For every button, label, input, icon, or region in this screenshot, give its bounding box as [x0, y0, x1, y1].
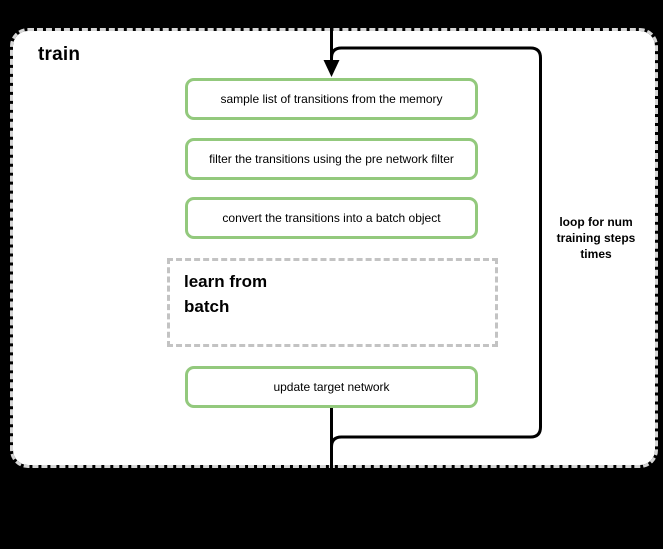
- step-convert-batch: convert the transitions into a batch obj…: [185, 197, 478, 239]
- learn-group-label-line1: learn from: [184, 272, 268, 291]
- learn-from-batch-group: learn from batch: [167, 258, 498, 347]
- loop-annotation: loop for num training steps times: [537, 214, 655, 262]
- step-update-target-network: update target network: [185, 366, 478, 408]
- loop-annotation-line1: loop for num: [559, 215, 633, 229]
- train-title: train: [38, 44, 81, 65]
- loop-annotation-line2: training steps: [556, 231, 636, 245]
- loop-annotation-line3: times: [580, 247, 612, 261]
- step-filter-transitions: filter the transitions using the pre net…: [185, 138, 478, 180]
- step-sample-transitions: sample list of transitions from the memo…: [185, 78, 478, 120]
- learn-group-label-line2: batch: [184, 297, 230, 316]
